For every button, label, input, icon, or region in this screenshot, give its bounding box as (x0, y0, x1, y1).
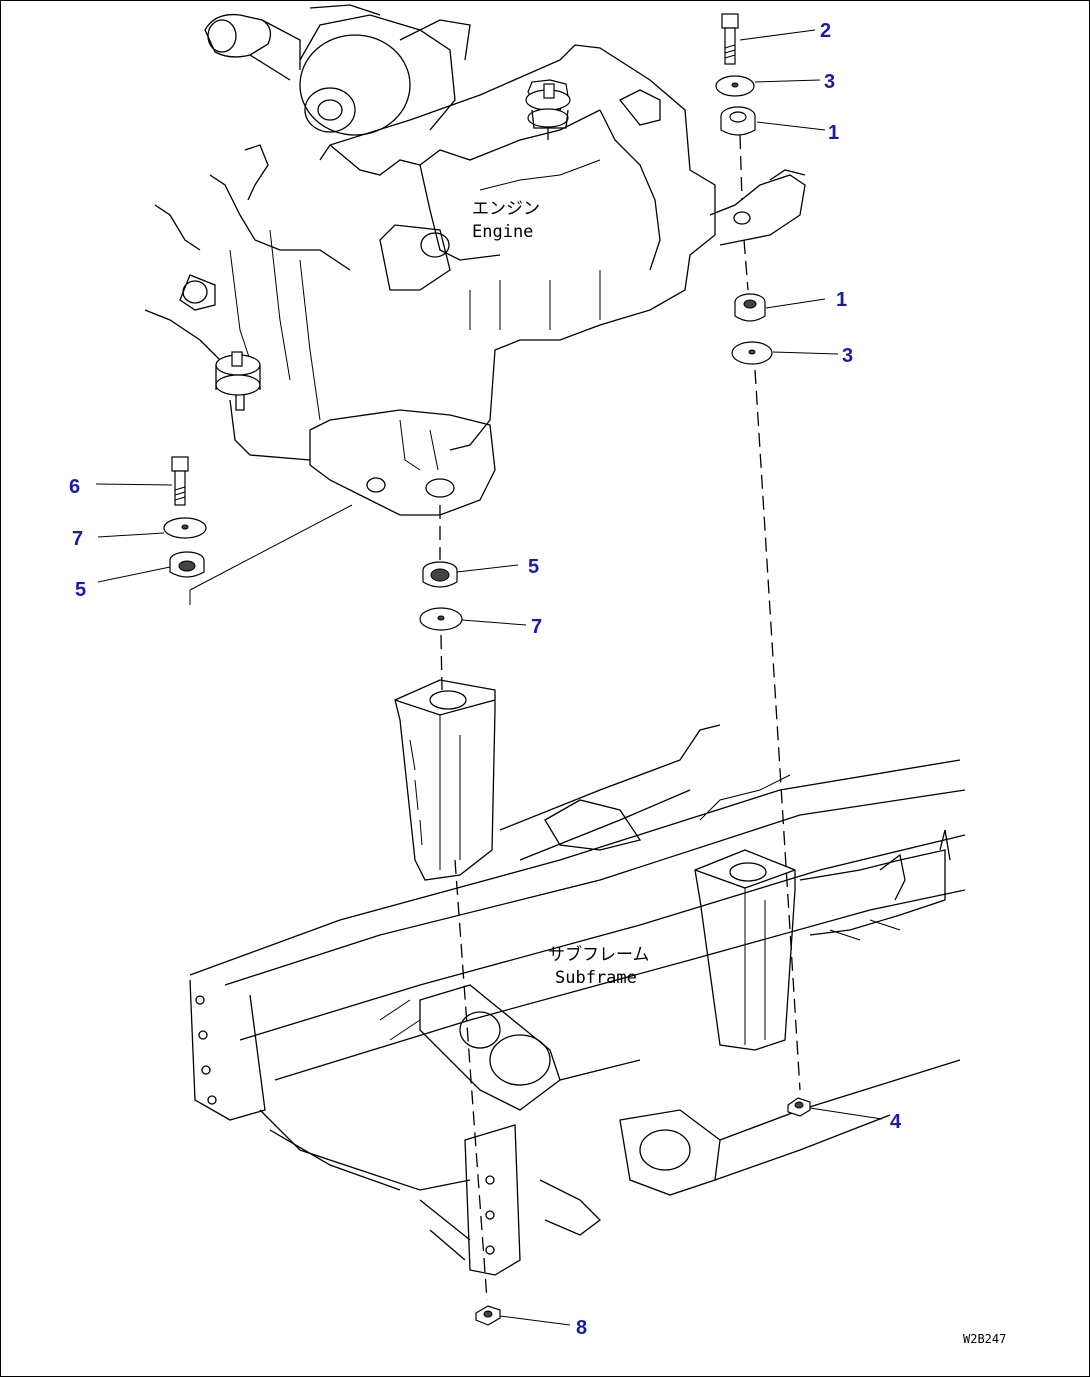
engine-drawing (144, 4, 806, 605)
figure-code: W2B247 (963, 1332, 1006, 1346)
subframe-label-en: Subframe (555, 968, 637, 988)
engine-rubber-mount-left (215, 351, 261, 411)
callout-5-center: 5 (528, 556, 539, 578)
engine-label-en: Engine (472, 222, 533, 242)
callout-3-top: 3 (824, 71, 835, 93)
washer-part-3-mid (731, 341, 773, 365)
nut-part-8 (475, 1305, 501, 1326)
subframe-drawing (189, 679, 966, 1276)
rubber-mount-part-5-center (422, 561, 458, 588)
callout-4: 4 (890, 1111, 902, 1133)
callout-3-mid: 3 (842, 345, 853, 367)
callout-8: 8 (576, 1317, 587, 1339)
bolt-part-6 (171, 456, 189, 506)
callouts: 2 3 1 1 3 6 7 5 5 7 4 8 (69, 20, 902, 1339)
callout-5-left: 5 (75, 579, 86, 601)
washer-part-3-top (715, 75, 755, 97)
engine-rubber-mount-top (525, 79, 571, 129)
callout-6: 6 (69, 476, 80, 498)
callout-7-left: 7 (72, 528, 83, 550)
callout-2-top: 2 (820, 20, 831, 42)
callout-7-center: 7 (531, 616, 542, 638)
nut-part-4 (787, 1097, 811, 1117)
rubber-mount-part-5-left (169, 551, 205, 578)
rubber-mount-part-1-mid (734, 293, 766, 322)
engine-label-jp: エンジン (472, 199, 540, 219)
callout-1-top: 1 (828, 122, 839, 144)
subframe-label-jp: サブフレーム (548, 944, 650, 965)
callout-1-mid: 1 (836, 289, 847, 311)
subframe-label: サブフレーム Subframe (548, 944, 650, 988)
washer-part-7-center (419, 607, 463, 631)
rubber-mount-part-1-top (720, 106, 756, 136)
engine-label: エンジン Engine (472, 199, 540, 242)
bolt-part-2 (721, 13, 739, 65)
leader-lines (95, 29, 883, 1326)
washer-part-7-left (163, 517, 207, 539)
